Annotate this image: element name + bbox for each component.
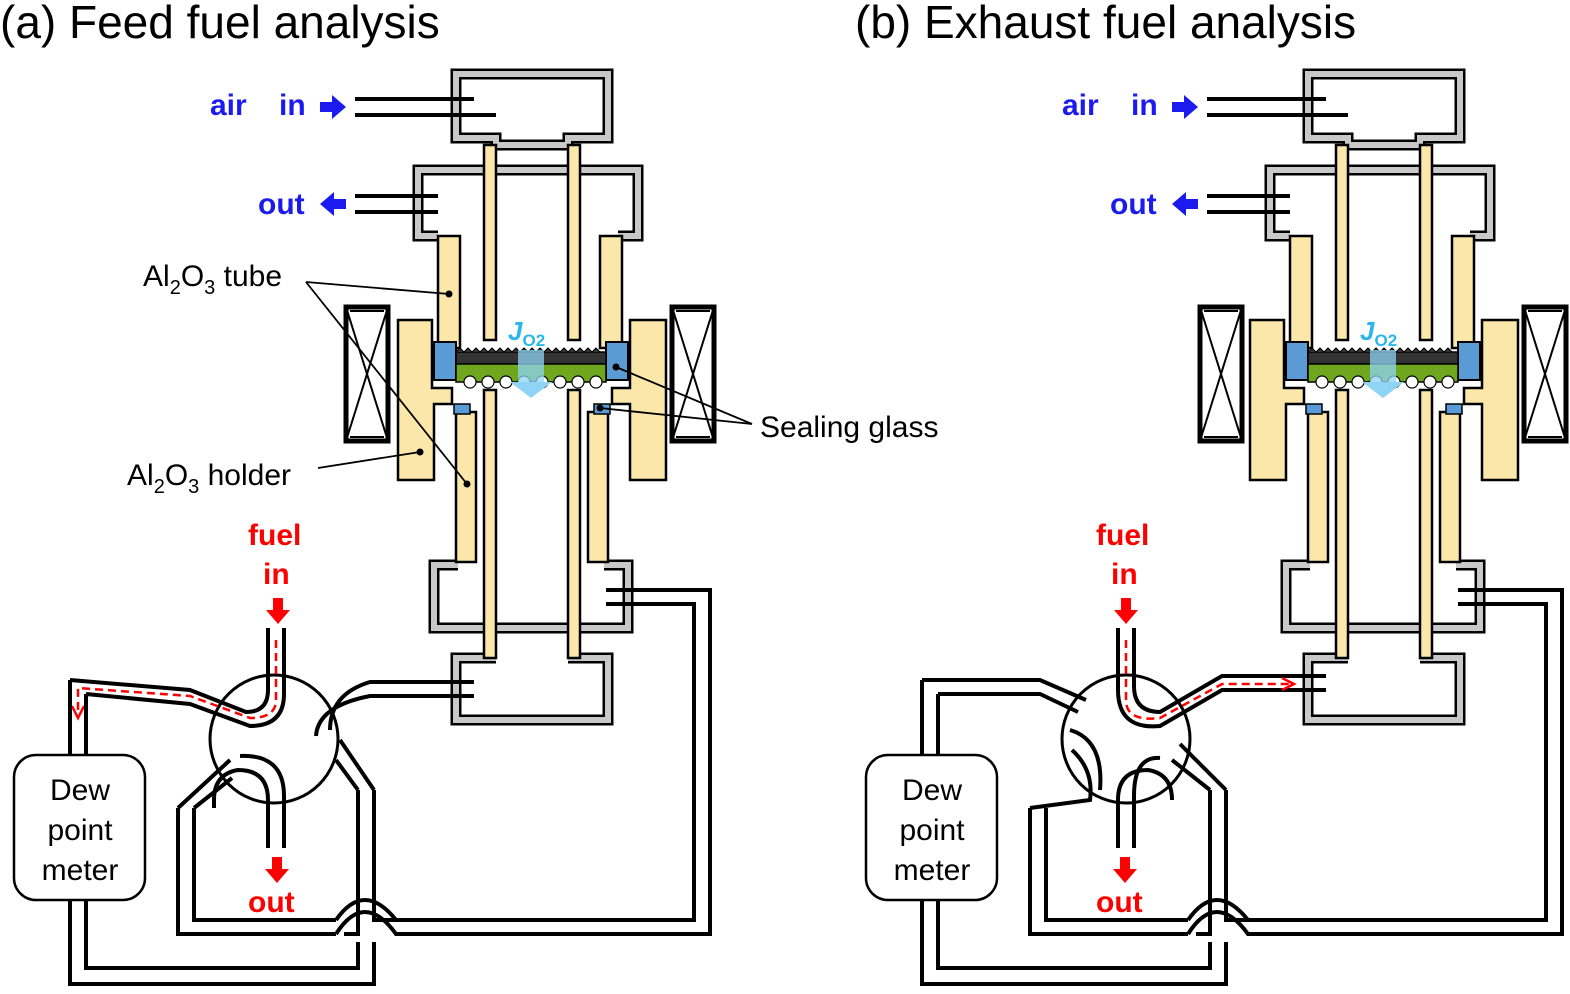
- panel-a-fuel-out-label: out: [248, 886, 295, 919]
- panel-a-four-way-valve: [208, 673, 340, 805]
- panel-b-air-out-arrow-icon: [1172, 192, 1198, 216]
- sealing-leader-1: [615, 366, 753, 425]
- tube-leader-1: [305, 281, 450, 295]
- sealing-leader-dot-2: [596, 404, 604, 412]
- panel-b-fuel-out-label: out: [1096, 886, 1143, 919]
- air-out-arrow-icon: [320, 192, 346, 216]
- panel-b-piping: [920, 588, 1564, 986]
- panel-b-meter-line3: meter: [894, 854, 971, 887]
- panel-a-heater-right: [672, 307, 714, 441]
- panel-b-fuel-path: [1124, 640, 1290, 720]
- panel-a: (a) Feed fuel analysis air in out JO2 Al…: [0, 0, 938, 986]
- panel-a-fuel-in-label: in: [263, 558, 290, 591]
- panel-a-heater-left: [346, 307, 388, 441]
- panel-a-air-in-label: in: [279, 89, 306, 122]
- tube-leader-dot-2: [463, 480, 471, 488]
- panel-a-meter-line1: Dew: [50, 774, 110, 807]
- sealing-glass-label: Sealing glass: [760, 411, 938, 444]
- panel-b-air-out-label: out: [1110, 188, 1157, 221]
- panel-b-title: (b) Exhaust fuel analysis: [855, 0, 1356, 48]
- panel-b-meter-line1: Dew: [902, 774, 962, 807]
- holder-leader: [317, 451, 421, 469]
- panel-a-fuel-path-arrow-icon: [70, 705, 86, 721]
- panel-b-flux-label: JO2: [1360, 316, 1397, 350]
- panel-b-meter-line2: point: [899, 814, 965, 847]
- panel-a-title: (a) Feed fuel analysis: [0, 0, 440, 48]
- panel-b-reactor: [1207, 74, 1552, 720]
- holder-label: Al2O3 holder: [127, 459, 291, 498]
- panel-a-piping: [68, 588, 712, 986]
- panel-b-fuel-in-arrow-icon: [1114, 598, 1138, 624]
- fuel-in-arrow-icon: [266, 598, 290, 624]
- panel-b-fuel-path-arrow-icon: [1281, 676, 1297, 692]
- panel-b-valve-channels: [1029, 628, 1326, 848]
- tube-leader-2: [305, 281, 468, 485]
- tube-label: Al2O3 tube: [143, 260, 282, 299]
- panel-b-fuel-in-label: in: [1111, 558, 1138, 591]
- fuel-out-arrow-icon: [265, 857, 289, 883]
- panel-b-air-label: air: [1062, 89, 1099, 122]
- air-in-arrow-icon: [320, 95, 346, 119]
- panel-a-air-out-label: out: [258, 188, 305, 221]
- panel-b: (b) Exhaust fuel analysis air in out JO2…: [855, 0, 1566, 986]
- panel-a-fuel-path: [76, 640, 278, 720]
- panel-a-valve-channels: [69, 628, 474, 848]
- sealing-leader-2: [599, 407, 753, 425]
- panel-b-air-in-arrow-icon: [1172, 95, 1198, 119]
- tube-leader-dot-1: [445, 290, 453, 298]
- panel-b-fuel-out-arrow-icon: [1113, 857, 1137, 883]
- panel-b-air-in-label: in: [1131, 89, 1158, 122]
- panel-a-fuel-label: fuel: [248, 519, 301, 552]
- panel-b-heater-right: [1524, 307, 1566, 441]
- panel-a-air-label: air: [210, 89, 247, 122]
- panel-a-reactor: [355, 74, 700, 720]
- panel-b-dew-point-meter: [864, 753, 999, 902]
- holder-leader-dot: [416, 448, 424, 456]
- panel-a-meter-line2: point: [47, 814, 113, 847]
- panel-a-flux-label: JO2: [508, 316, 545, 350]
- panel-a-dew-point-meter: [12, 753, 147, 902]
- sealing-leader-dot-1: [612, 363, 620, 371]
- panel-b-fuel-label: fuel: [1096, 519, 1149, 552]
- panel-a-meter-line3: meter: [42, 854, 119, 887]
- panel-b-heater-left: [1200, 307, 1242, 441]
